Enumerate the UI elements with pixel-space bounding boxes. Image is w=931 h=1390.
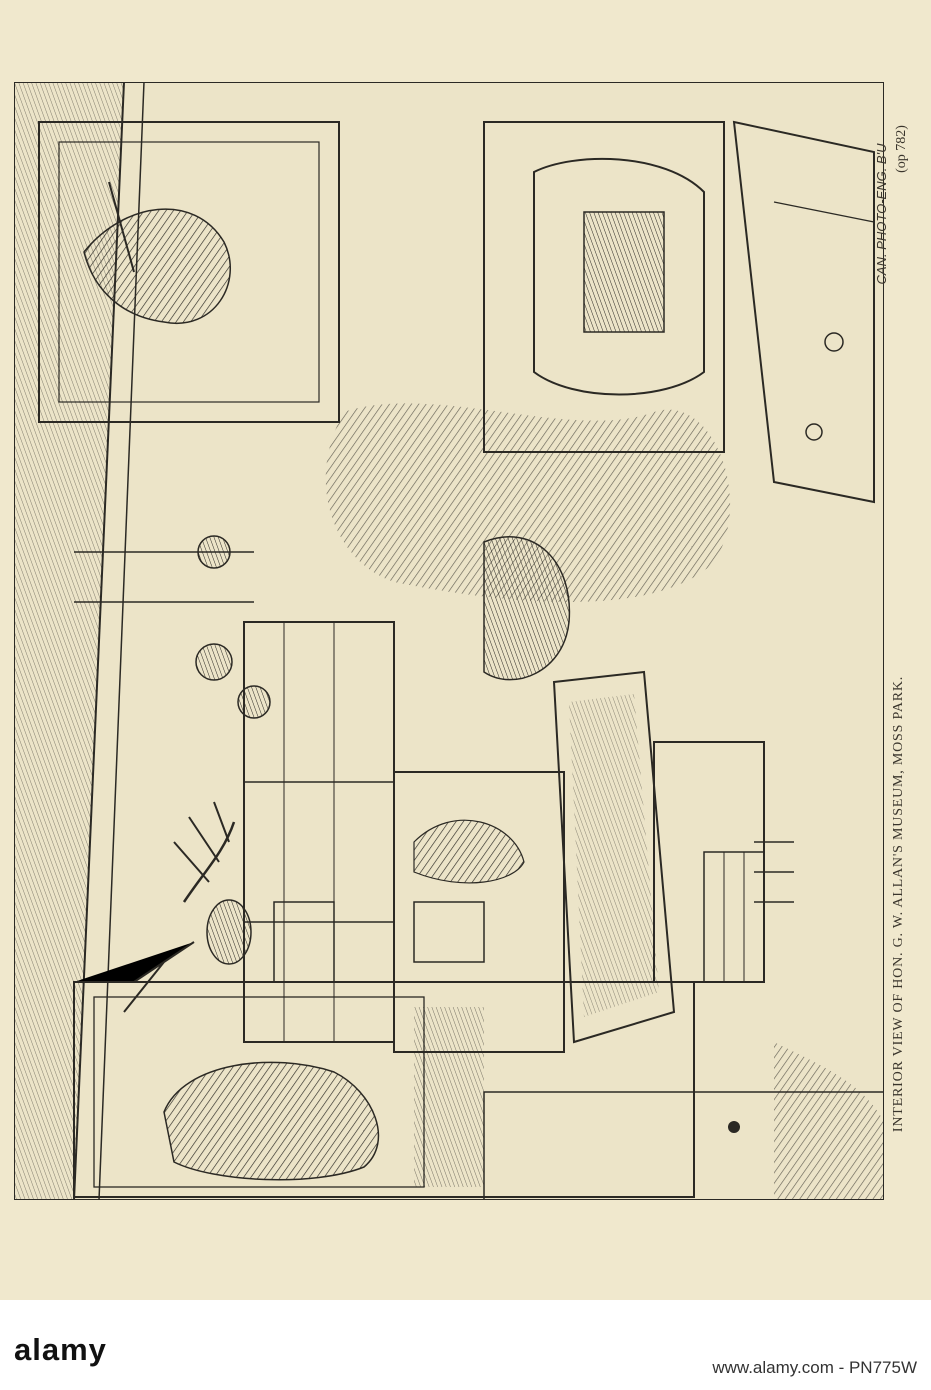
watermark-image-id: www.alamy.com - PN775W xyxy=(712,1358,917,1377)
chandelier xyxy=(74,535,271,719)
animal-display-case xyxy=(73,981,884,1200)
page-reference: (op 782) xyxy=(894,125,909,173)
stacked-books xyxy=(703,851,765,983)
book-page-scan: INTERIOR VIEW OF HON. G. W. ALLAN'S MUSE… xyxy=(0,0,931,1300)
museum-interior-engraving xyxy=(14,82,884,1200)
engraver-credit: CAN. PHOTO-ENG. B'U xyxy=(874,143,889,285)
stock-watermark-bar: alamy www.alamy.com - PN775W xyxy=(0,1300,931,1390)
writing-desk xyxy=(732,120,875,504)
watermark-brand: alamy xyxy=(14,1332,107,1367)
stag-head-mount xyxy=(74,801,252,1013)
glass-specimen-cabinet xyxy=(243,621,565,1053)
bird-display-case xyxy=(38,121,340,423)
figure-caption: INTERIOR VIEW OF HON. G. W. ALLAN'S MUSE… xyxy=(891,675,906,1133)
